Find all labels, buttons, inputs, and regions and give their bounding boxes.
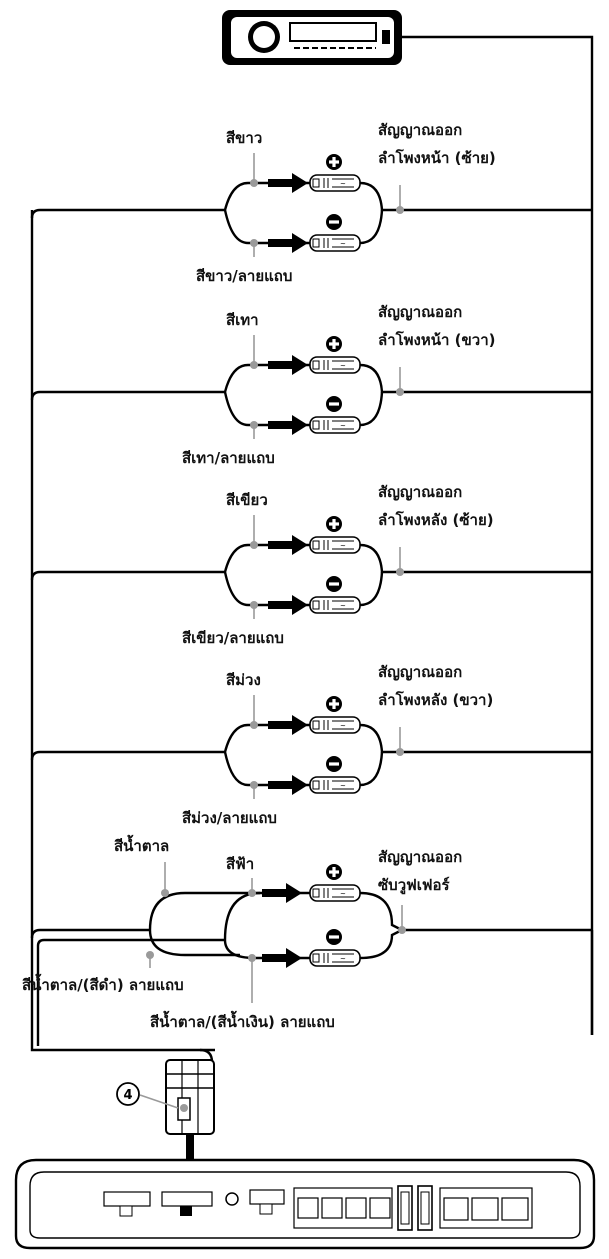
sub-left-plus-label: สีน้ำตาล [114,834,169,855]
plus-plug-icon [309,174,361,192]
plus-wire-label: สีเทา [226,311,259,329]
speaker-group: สีเขียวสีเขียว/ลายแถบ สัญญาณออกลำโพงหลัง … [182,483,494,647]
minus-arrow-icon [268,775,308,795]
minus-arrow-icon [268,233,308,253]
sub-plus-plug-icon [309,884,361,902]
sub-plus-icon [326,864,342,880]
minus-wire-label: สีขาว/ลายแถบ [196,267,292,285]
sub-minus-arrow-icon [262,948,302,968]
plus-icon [326,516,342,532]
minus-wire-label: สีเขียว/ลายแถบ [182,629,284,647]
minus-icon [326,576,342,592]
sub-plus-arrow-icon [262,883,302,903]
plus-plug-icon [309,716,361,734]
plus-arrow-icon [268,535,308,555]
callout-4-badge: 4 [116,1082,140,1106]
minus-arrow-icon [268,415,308,435]
minus-plug-icon [309,596,361,614]
output-line1: สัญญาณออก [378,483,462,501]
plus-plug-icon [309,536,361,554]
sub-output-line1: สัญญาณออก [378,848,462,866]
plus-arrow-icon [268,355,308,375]
plus-icon [326,154,342,170]
output-line1: สัญญาณออก [378,121,462,139]
plus-wire-label: สีเขียว [226,491,268,509]
sub-left-minus-label: สีน้ำตาล/(สีดำ) ลายแถบ [22,973,184,994]
sub-right-minus-label: สีน้ำตาล/(สีน้ำเงิน) ลายแถบ [150,1010,335,1031]
head-unit-icon [222,10,402,65]
sub-minus-icon [326,929,342,945]
callout-number: 4 [123,1088,132,1103]
minus-wire-label: สีม่วง/ลายแถบ [182,809,277,827]
plus-icon [326,336,342,352]
output-line2: ลำโพงหลัง (ซ้าย) [378,510,494,529]
output-line1: สัญญาณออก [378,303,462,321]
plus-icon [326,696,342,712]
sub-output-line2: ซับวูฟเฟอร์ [378,876,451,895]
plus-arrow-icon [268,173,308,193]
harness-connector-icon [139,1048,215,1135]
plus-arrow-icon [268,715,308,735]
output-line1: สัญญาณออก [378,663,462,681]
minus-wire-label: สีเทา/ลายแถบ [182,449,275,467]
minus-plug-icon [309,416,361,434]
minus-plug-icon [309,776,361,794]
minus-icon [326,396,342,412]
minus-icon [326,756,342,772]
minus-arrow-icon [268,595,308,615]
output-line2: ลำโพงหน้า (ขวา) [378,330,495,349]
sub-minus-plug-icon [309,949,361,967]
output-line2: ลำโพงหน้า (ซ้าย) [378,148,496,167]
output-line2: ลำโพงหลัง (ขวา) [378,690,493,709]
plus-wire-label: สีม่วง [226,671,261,689]
sub-right-plus-label: สีฟ้า [226,855,254,873]
minus-icon [326,214,342,230]
plus-wire-label: สีขาว [226,129,262,147]
main-wire-bus [30,35,594,1052]
subwoofer-group: สีน้ำตาล สีฟ้า สีน้ำตาล/(สีดำ) ลายแถบ สี… [22,834,462,1031]
minus-plug-icon [309,234,361,252]
amplifier-unit-icon [14,1158,596,1250]
plus-plug-icon [309,356,361,374]
